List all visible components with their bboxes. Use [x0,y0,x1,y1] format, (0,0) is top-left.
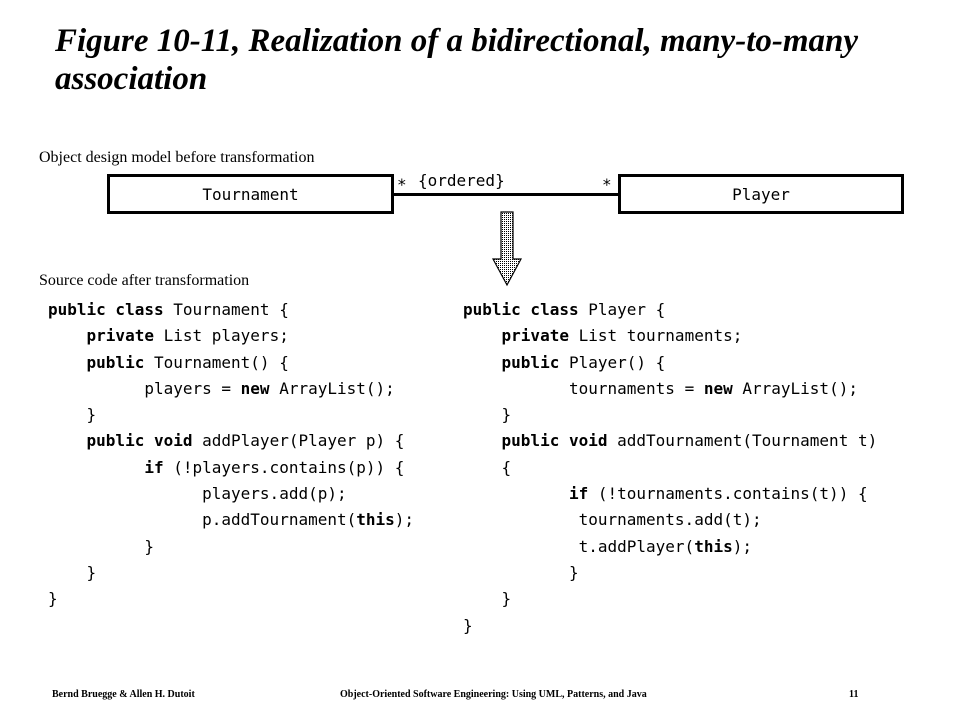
code-text: Player { [578,300,666,319]
code-keyword: public void [501,431,608,451]
code-text: } [86,562,97,582]
code-text: } [48,589,58,609]
code-keyword: public class [463,300,579,319]
code-keyword: if [144,457,164,477]
code-text: t.addPlayer( [578,536,695,556]
player-code-block: public class Player { private List tourn… [463,297,877,639]
code-text: List tournaments; [568,326,743,346]
code-keyword: public class [48,300,164,319]
ordered-constraint: {ordered} [418,171,505,190]
code-text: Tournament() { [144,352,289,372]
code-text: p.addTournament( [202,510,357,530]
player-class-box: Player [618,174,904,214]
code-text: Player() { [559,352,666,372]
code-text: addPlayer(Player p) { [192,431,405,451]
code-keyword: this [694,536,733,556]
code-text: List players; [153,326,289,346]
code-keyword: new [240,378,270,398]
code-text: } [501,405,512,425]
code-text: } [568,562,579,582]
code-text: ArrayList(); [269,378,395,398]
tournament-class-name: Tournament [202,184,299,204]
code-text: } [144,536,154,556]
code-text: players = [144,378,241,398]
footer-book-title: Object-Oriented Software Engineering: Us… [340,689,647,700]
code-keyword: this [356,510,395,530]
left-multiplicity: * [397,175,407,194]
code-keyword: public [501,352,560,372]
code-text: } [463,615,473,635]
code-text: (!players.contains(p)) { [163,457,405,477]
code-text: (!tournaments.contains(t)) { [588,484,868,504]
model-section-label: Object design model before transformatio… [39,149,315,166]
code-text: tournaments.add(t); [578,510,762,530]
code-keyword: public [86,352,145,372]
source-section-label: Source code after transformation [39,272,250,289]
right-multiplicity: * [602,175,612,194]
code-text: tournaments = [568,378,704,398]
code-keyword: private [86,326,154,346]
code-text: Tournament { [163,300,289,319]
code-keyword: new [703,378,733,398]
code-text: players.add(p); [202,484,347,504]
association-line [394,193,619,196]
code-text: { [501,457,512,477]
footer-page-number: 11 [849,689,859,700]
tournament-class-box: Tournament [107,174,394,214]
code-keyword: public void [86,431,193,451]
code-text: } [501,589,512,609]
code-text: } [86,405,97,425]
code-keyword: if [568,484,589,504]
page-title: Figure 10-11, Realization of a bidirecti… [55,23,859,97]
code-keyword: private [501,326,569,346]
footer-authors: Bernd Bruegge & Allen H. Dutoit [52,689,195,700]
player-class-name: Player [732,184,790,204]
tournament-code-block: public class Tournament { private List p… [48,297,414,613]
code-text: ArrayList(); [732,378,858,398]
code-text: addTournament(Tournament t) [607,431,878,451]
code-text: ); [394,510,415,530]
code-text: ); [732,536,752,556]
down-arrow-icon [492,211,522,287]
